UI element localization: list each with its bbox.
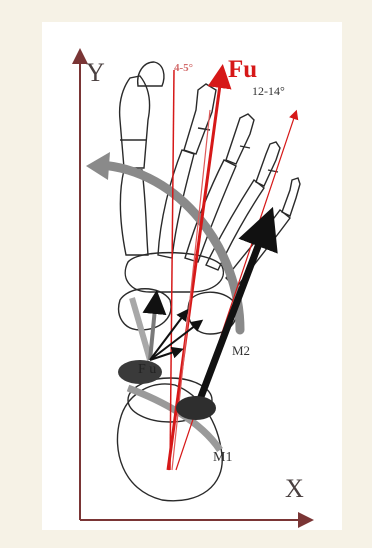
x-axis-label: X [285,476,304,502]
force-fu-label: Fu [228,57,257,82]
force-fu-small-label: F u [138,363,156,377]
metatarsal-1 [120,170,148,255]
m1-label: M1 [213,451,232,465]
hallux-tip [138,62,164,86]
toe-3 [226,114,254,164]
angle-large-label: 12-14° [252,85,285,97]
angle-small-label: 4-5° [174,63,193,74]
heel-shading-2 [176,396,216,420]
rotation-arc-head [86,152,110,180]
toe-4 [256,142,280,186]
m2-vector [196,220,268,410]
navicular-bone [119,289,171,330]
toe-5 [282,178,300,216]
hallux-phalanges [120,76,150,168]
m2-label: M2 [232,344,250,357]
y-axis-label: Y [86,60,105,86]
